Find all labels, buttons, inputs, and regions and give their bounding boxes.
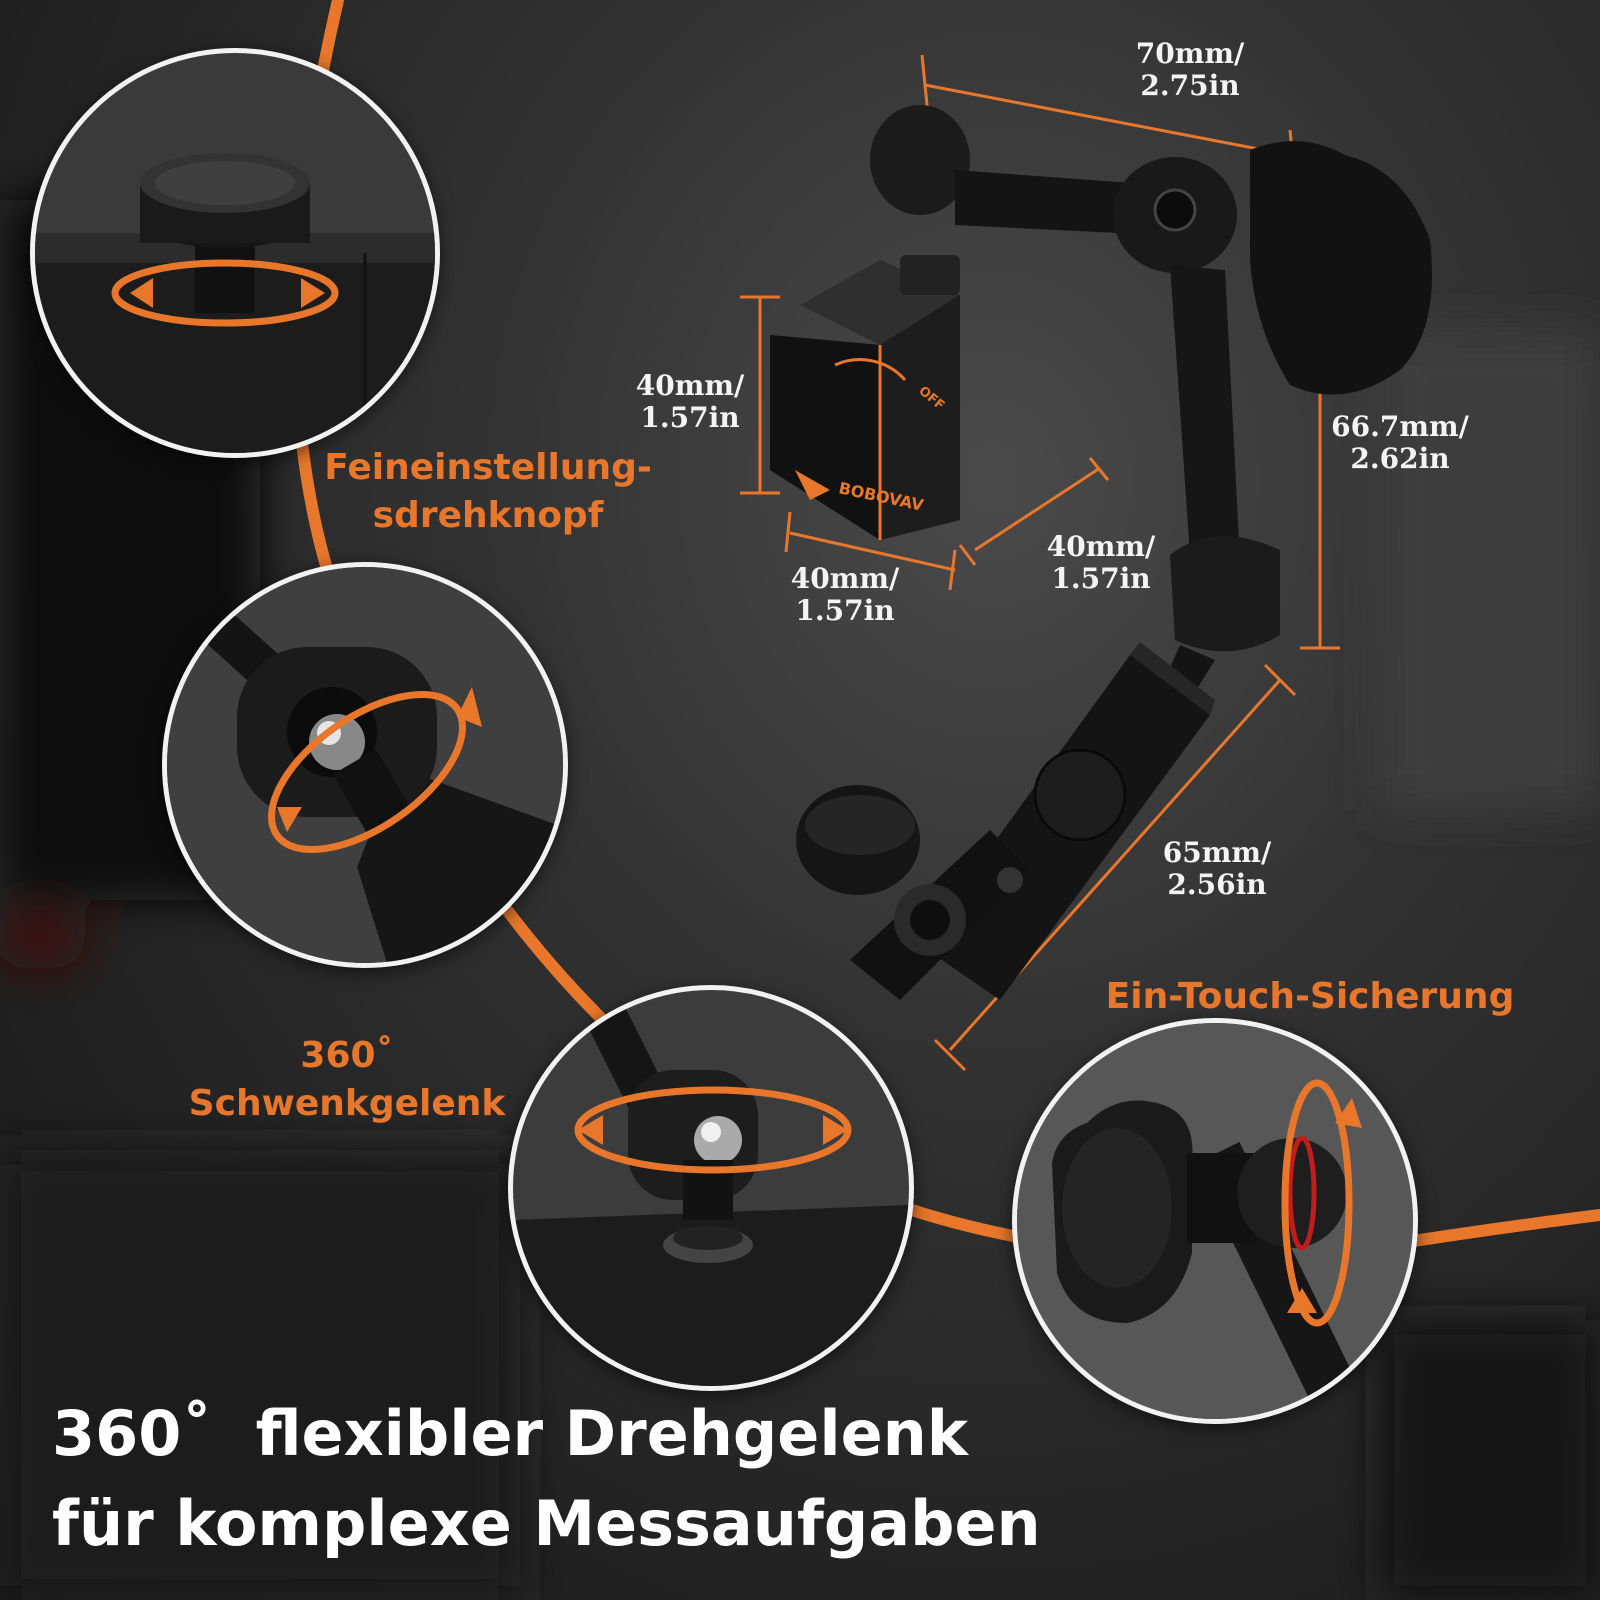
headline-line-1: 360˚ flexibler Drehgelenk [52,1397,969,1470]
inset-swivel-joint [162,562,568,968]
rotate-arrow-icon [268,690,466,854]
dimension-arm-width: 70mm/ 2.75in [1135,37,1245,102]
rotate-arrow-icon [1281,1079,1353,1327]
inset-base-joint [508,985,914,1391]
feature-fine-knob-label: Feineinstellung- sdrehknopf [324,447,652,536]
dimension-arm-height: 66.7mm/ 2.62in [1331,410,1469,475]
dimension-base-depth: 40mm/ 1.57in [1046,530,1156,595]
dimension-clamp-length: 65mm/ 2.56in [1162,836,1272,901]
dimension-base-height: 40mm/ 1.57in [635,369,745,434]
rotate-arrow-icon [111,259,339,327]
feature-swivel-label: 360˚ Schwenkgelenk [188,1035,506,1124]
inset-lock-knob [1012,1018,1418,1424]
inset-fine-knob [30,48,440,458]
dimension-base-width: 40mm/ 1.57in [790,562,900,627]
headline-line-2: für komplexe Messaufgaben [52,1487,1041,1560]
feature-lock-label: Ein-Touch-Sicherung [1105,976,1515,1017]
